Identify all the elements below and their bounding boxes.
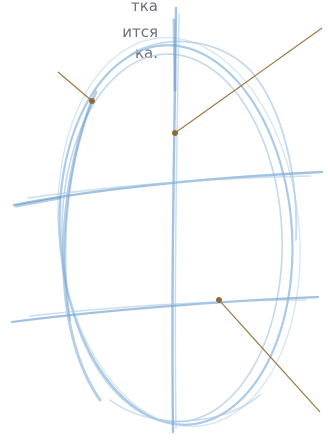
oval-outline-strokes xyxy=(39,26,318,439)
leader-line-outline xyxy=(58,72,92,101)
leader-dots xyxy=(89,98,222,303)
vertical-axis-strokes xyxy=(172,8,179,432)
leader-line-lower-axis xyxy=(219,300,320,412)
leader-dot-outline xyxy=(89,98,95,104)
leader-dot-vertical-axis xyxy=(172,130,178,136)
leader-dot-lower-axis xyxy=(216,297,222,303)
